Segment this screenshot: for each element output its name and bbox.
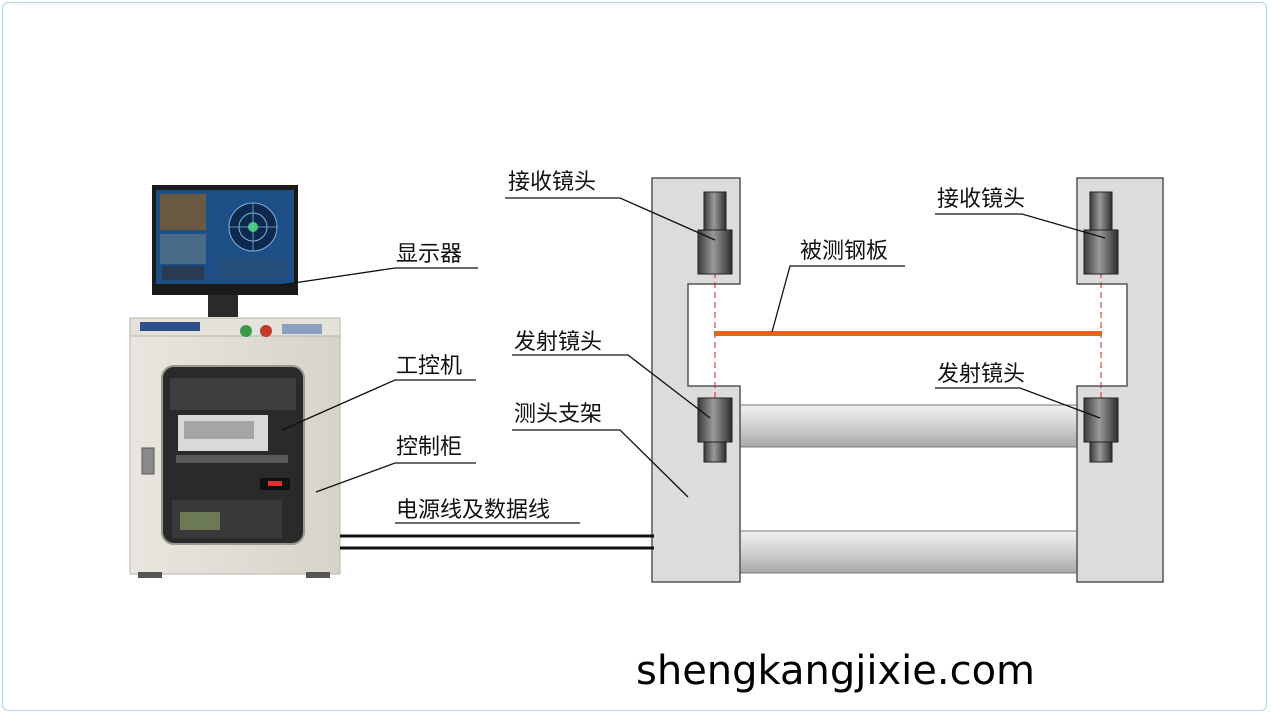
watermark-text: shengkangjixie.com xyxy=(636,648,1035,694)
label-display: 显示器 xyxy=(396,242,462,267)
label-probe-frame: 测头支架 xyxy=(514,402,602,427)
left-column xyxy=(651,177,741,583)
callout-lines xyxy=(279,197,1106,524)
label-emitter-left: 发射镜头 xyxy=(514,330,602,355)
control-cabinet xyxy=(129,185,341,578)
label-cables: 电源线及数据线 xyxy=(396,498,550,523)
right-column xyxy=(1076,177,1164,583)
label-receiver-right: 接收镜头 xyxy=(937,187,1025,212)
display-monitor xyxy=(152,185,298,317)
label-receiver-left: 接收镜头 xyxy=(508,170,596,195)
steel-plate xyxy=(714,331,1102,336)
label-cabinet: 控制柜 xyxy=(396,435,462,460)
label-ipc: 工控机 xyxy=(396,354,462,379)
receiver-lens-left xyxy=(697,191,733,275)
upper-tube xyxy=(737,404,1079,448)
label-steel-plate: 被测钢板 xyxy=(800,239,888,264)
lower-tube xyxy=(737,530,1079,574)
power-data-cables xyxy=(340,534,654,550)
probe-frame xyxy=(651,177,1164,583)
emitter-lens-right xyxy=(1083,397,1119,463)
label-emitter-right: 发射镜头 xyxy=(937,362,1025,387)
emitter-lens-left xyxy=(697,397,733,463)
